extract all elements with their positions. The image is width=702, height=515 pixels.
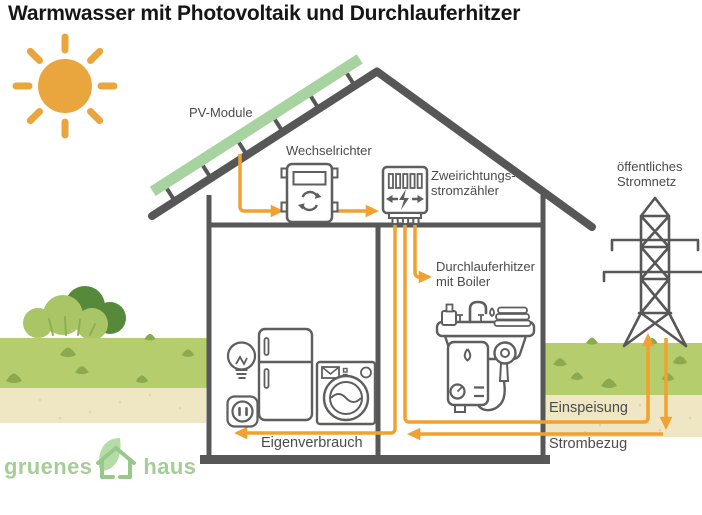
soil-speckles bbox=[38, 393, 692, 434]
label-eigenverbrauch: Eigenverbrauch bbox=[261, 435, 363, 451]
label-durchlauferhitzer-line1: Durchlauferhitzer bbox=[436, 259, 535, 274]
wire-pv-to-inverter bbox=[238, 154, 285, 218]
label-durchlauferhitzer: Durchlauferhitzer mit Boiler bbox=[436, 259, 535, 289]
inverter-icon bbox=[280, 162, 339, 224]
sink-boiler-icon bbox=[435, 300, 536, 413]
fridge-icon bbox=[257, 327, 314, 422]
pv-panel bbox=[149, 54, 363, 197]
energy-wires bbox=[233, 154, 673, 441]
label-stromnetz-line2: Stromnetz bbox=[617, 174, 677, 189]
label-stromnetz-line1: öffentliches bbox=[617, 159, 683, 174]
logo: gruenes haus bbox=[4, 436, 196, 480]
label-oeffentliches-stromnetz: öffentliches Stromnetz bbox=[617, 159, 683, 189]
wire-einspeisung bbox=[403, 224, 655, 424]
label-durchlauferhitzer-line2: mit Boiler bbox=[436, 274, 491, 289]
label-wechselrichter: Wechselrichter bbox=[286, 143, 372, 158]
soil-band-right bbox=[543, 395, 702, 437]
sun-icon bbox=[12, 33, 118, 139]
roof bbox=[148, 67, 596, 231]
pv-panel-rails bbox=[165, 72, 357, 202]
power-outlet-icon bbox=[226, 395, 259, 428]
logo-word-haus: haus bbox=[143, 454, 197, 479]
grass-band-left bbox=[0, 338, 211, 388]
label-strombezug: Strombezug bbox=[549, 436, 628, 452]
logo-word-gruenes: gruenes bbox=[4, 454, 93, 479]
power-pylon-icon bbox=[602, 196, 702, 348]
house-outline bbox=[148, 54, 596, 464]
bidirectional-meter-icon bbox=[381, 165, 429, 225]
label-einspeisung: Einspeisung bbox=[549, 400, 628, 416]
page-title: Warmwasser mit Photovoltaik und Durchlau… bbox=[8, 2, 521, 25]
wire-to-durchlauferhitzer bbox=[413, 224, 433, 284]
bush-icon bbox=[23, 286, 126, 340]
label-zweirichtungsstromzaehler: Zweirichtungs- stromzähler bbox=[431, 168, 516, 198]
light-bulb-icon bbox=[226, 341, 257, 379]
soil-band-left bbox=[0, 388, 206, 423]
leaf-house-icon bbox=[96, 438, 137, 479]
washing-machine-icon bbox=[315, 360, 377, 426]
label-pv-module: PV-Module bbox=[189, 105, 253, 120]
label-zweirichtungs-line2: stromzähler bbox=[431, 183, 499, 198]
label-zweirichtungs-line1: Zweirichtungs- bbox=[431, 168, 516, 183]
wire-eigenverbrauch bbox=[233, 224, 397, 440]
grass-band-right bbox=[543, 343, 702, 395]
